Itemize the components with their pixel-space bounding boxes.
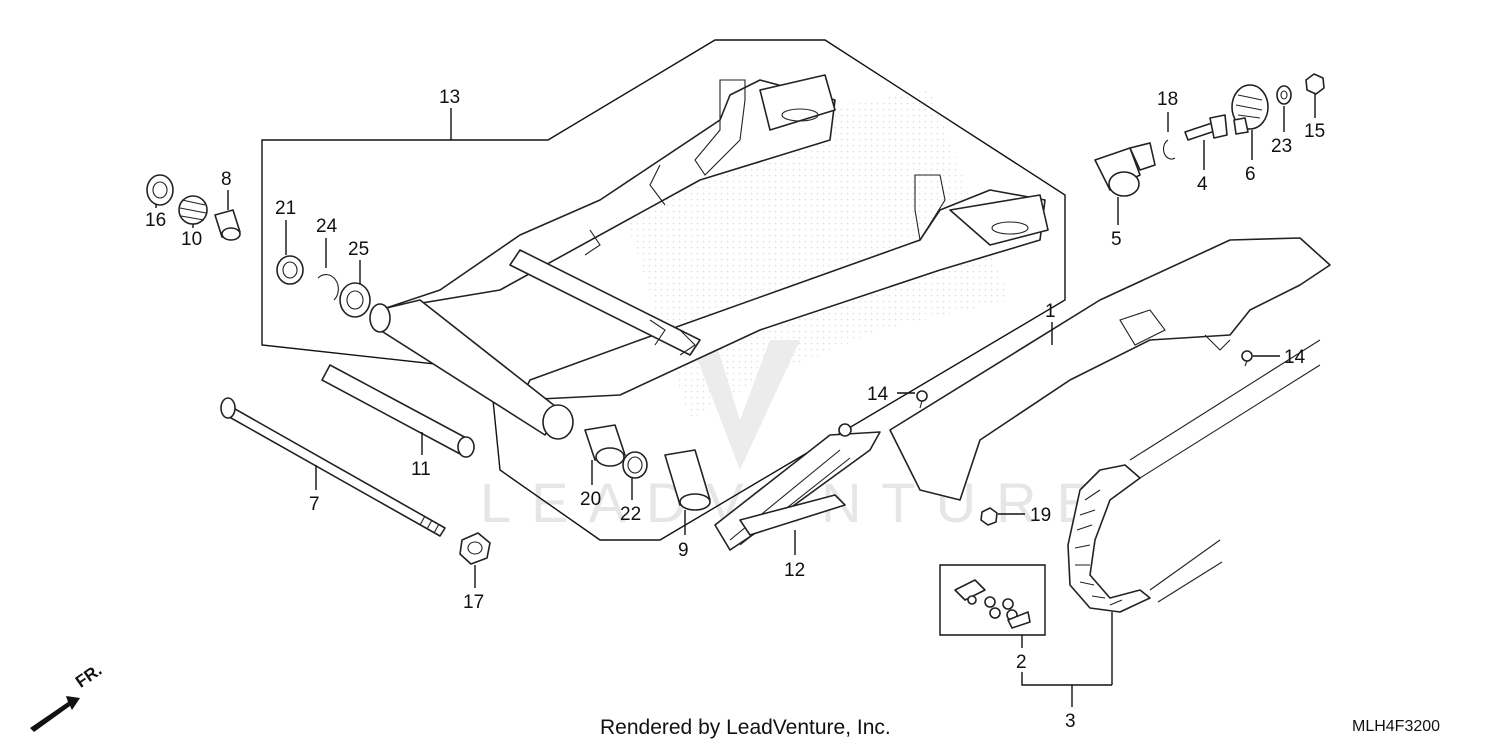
pivot-pipe: [321, 364, 475, 458]
needle-bearing-20: [584, 424, 626, 467]
diagram-code: MLH4F3200: [1352, 718, 1441, 735]
bracket-3: [1021, 672, 1112, 707]
bolt-14-right: [1241, 350, 1253, 367]
chain-joint-kit: [939, 564, 1046, 636]
watermark-v-shape: [690, 340, 800, 470]
callout-12: 12: [784, 560, 805, 581]
chain-case: [889, 237, 1331, 501]
footer-credit: Rendered by LeadVenture, Inc.: [600, 716, 891, 739]
callout-2: 2: [1016, 652, 1027, 673]
collar-9: [664, 449, 711, 511]
callout-22: 22: [620, 504, 641, 525]
callout-14-upper: 14: [867, 384, 889, 405]
dust-seal-22: [622, 451, 648, 479]
dust-seal-21: [276, 255, 304, 285]
callout-11: 11: [411, 459, 431, 480]
adjusting-bolt-10: [178, 195, 208, 225]
nut-15: [1305, 73, 1325, 95]
callout-9: 9: [678, 540, 689, 561]
bolt-14-upper: [916, 390, 928, 409]
callout-19: 19: [1030, 505, 1051, 526]
drive-chain: [1067, 339, 1321, 613]
radial-bearing-25: [339, 282, 371, 318]
pivot-bolt: [220, 397, 446, 537]
callout-14-right: 14: [1284, 347, 1306, 368]
snap-ring-18: [1162, 139, 1176, 160]
washer-23: [1276, 85, 1292, 105]
adjuster-plate-6: [1231, 84, 1269, 135]
callout-24: 24: [316, 216, 338, 237]
callout-17: 17: [463, 592, 484, 613]
callout-4: 4: [1197, 174, 1208, 195]
callout-20: 20: [580, 489, 601, 510]
swingarm: [369, 74, 1049, 440]
snap-ring-24: [317, 274, 339, 301]
callout-15: 15: [1304, 121, 1325, 142]
bolt-4: [1184, 114, 1228, 141]
callout-8: 8: [221, 169, 232, 190]
chain-slider: [714, 423, 881, 551]
callout-18: 18: [1157, 89, 1178, 110]
bolt-19: [980, 507, 998, 526]
callout-23: 23: [1271, 136, 1292, 157]
callout-3: 3: [1065, 711, 1076, 732]
callout-6: 6: [1245, 164, 1256, 185]
callout-7: 7: [309, 494, 320, 515]
lock-nut-16: [146, 174, 174, 206]
callout-25: 25: [348, 239, 369, 260]
bearing-8: [214, 209, 241, 241]
callout-13: 13: [439, 87, 460, 108]
pivot-collar-5: [1094, 142, 1156, 197]
nut-17: [459, 532, 491, 565]
callout-10: 10: [181, 229, 202, 250]
front-direction-arrow: [30, 696, 80, 732]
callout-16: 16: [145, 210, 166, 231]
callout-21: 21: [275, 198, 296, 219]
callout-1: 1: [1045, 301, 1056, 322]
callout-5: 5: [1111, 229, 1122, 250]
